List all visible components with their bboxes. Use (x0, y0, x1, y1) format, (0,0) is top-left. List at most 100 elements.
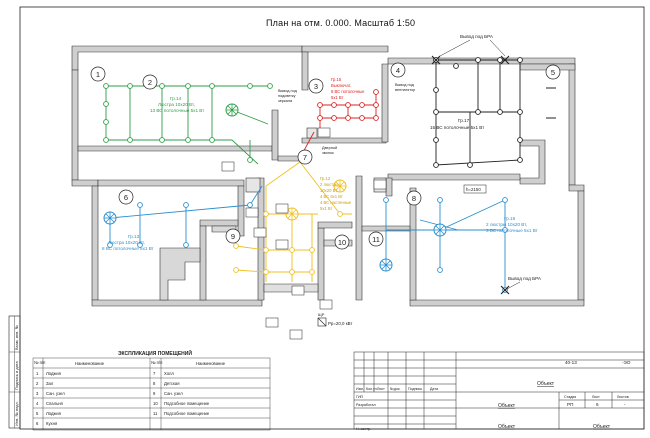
expl-left-name-4: Спальня (46, 401, 63, 406)
light-point-1-2 (345, 102, 351, 108)
wire-path-2 (299, 92, 377, 159)
stamp-code-suffix: -ЭО (622, 360, 631, 365)
strip-label-1: Взам. инв. № (14, 325, 19, 350)
junction-box-5 (317, 127, 331, 138)
light-point-1-10 (373, 89, 379, 95)
light-point-0-6 (159, 83, 165, 89)
room-number-10: 10 (338, 238, 346, 247)
light-point-2-9 (475, 109, 481, 115)
junction-box-1 (245, 207, 259, 218)
g12-l3: 10х20 Вт (320, 188, 337, 193)
expl-left-num-6: 6 (36, 421, 39, 426)
room-number-7: 7 (303, 153, 307, 162)
drawing-title: План на отм. 0.000. Масштаб 1:50 (266, 18, 416, 28)
explication-table (32, 357, 271, 431)
sheet-frame (19, 6, 645, 430)
room-circle-6 (118, 189, 134, 205)
panel-code: ЩР (318, 312, 325, 317)
note-ceiling-2: вентилятор (395, 88, 415, 92)
room-number-2: 2 (148, 78, 152, 87)
stamp-gip: ГИП (356, 395, 364, 399)
room-circle-4 (390, 62, 406, 78)
g12-l4: 4 ВС 5х1 Вт (320, 194, 343, 199)
light-point-1-1 (331, 102, 337, 108)
light-point-2-7 (433, 137, 439, 143)
light-point-3-6 (309, 269, 315, 275)
light-point-3-9 (233, 267, 239, 273)
stamp-podp: Подпись (408, 387, 422, 391)
expl-right-num-9: 9 (153, 391, 156, 396)
light-point-4-11 (502, 227, 508, 233)
expl-right-name-11: Подсобное помещение (164, 411, 210, 416)
g16-l2: 2 люстры 10х20 Вт, (486, 222, 527, 227)
expl-left-num-5: 5 (36, 411, 39, 416)
expl-left-name-6: Кухня (46, 421, 57, 426)
stamp-nkontr: Н. контр. (356, 427, 371, 431)
g12-l2: 2 люстры (320, 182, 338, 187)
light-point-0-5 (127, 137, 133, 143)
light-point-0-3 (103, 137, 109, 143)
light-point-2-14 (467, 162, 473, 168)
stamp-sheet-name: Объект (498, 403, 516, 409)
panel-power: Рр=20,0 кВт (328, 321, 352, 326)
light-point-1-4 (373, 102, 379, 108)
g13-l2: Люстра 10х20 Вт, (108, 240, 145, 245)
expl-left-name-1: Лоджия (46, 371, 61, 376)
sconce-0 (431, 55, 441, 65)
light-point-1-9 (373, 115, 379, 121)
expl-left-num-2: 2 (36, 381, 39, 386)
light-point-1-8 (359, 115, 365, 121)
light-point-0-0 (103, 83, 109, 89)
g15-l2: Выключат. (331, 83, 351, 88)
note-entrance-2: звонок (322, 151, 334, 155)
room-circle-5 (545, 64, 561, 80)
light-point-2-3 (497, 57, 503, 63)
bra-leader-right (504, 281, 521, 291)
light-point-4-5 (247, 202, 253, 208)
room-number-11: 11 (372, 235, 380, 244)
light-point-4-0 (107, 242, 113, 248)
room-circle-2 (142, 74, 158, 90)
g13-l1: Гр.13 (128, 234, 140, 239)
junction-box-6 (373, 179, 387, 190)
light-point-2-5 (433, 87, 439, 93)
light-point-0-10 (209, 83, 215, 89)
expl-left-name-2: Зал (46, 381, 54, 386)
expl-right-name-7: Холл (164, 371, 174, 376)
light-point-3-1 (263, 247, 269, 253)
note-height: h=2150 (466, 187, 481, 192)
light-point-3-2 (263, 269, 269, 275)
expl-left-num-3: 3 (36, 391, 39, 396)
g12-l5: 4 ВС настенные (320, 200, 352, 205)
g14-l1: Гр.14 (170, 96, 182, 101)
light-point-0-7 (159, 137, 165, 143)
expl-left-num-4: 4 (36, 401, 39, 406)
wire-path-3 (435, 59, 556, 166)
light-point-0-14 (247, 157, 253, 163)
chandelier-cross-1 (286, 208, 298, 220)
g17-l1: Гр.17 (458, 118, 470, 123)
junction-box-10 (319, 299, 333, 310)
light-point-3-4 (289, 269, 295, 275)
stamp-izm: Изм. (356, 387, 364, 391)
chandelier-cross-5 (380, 259, 392, 271)
stamp-data: Дата (430, 387, 438, 391)
expl-right-num-11: 11 (153, 411, 158, 416)
room-circle-7 (297, 149, 313, 165)
sconce-1 (500, 55, 510, 65)
stamp-kol: Кол.уч (366, 387, 377, 391)
light-point-4-10 (502, 197, 508, 203)
stamp-razrab: Разработал (356, 403, 376, 407)
light-point-0-11 (209, 137, 215, 143)
g16-l1: Гр.16 (504, 216, 516, 221)
head-name-right: Наименование (196, 361, 226, 366)
light-point-1-7 (345, 115, 351, 121)
stamp-object: Объект (537, 381, 555, 387)
note-mirror-2: подсветку (278, 94, 296, 98)
light-point-3-8 (233, 243, 239, 249)
room-number-3: 3 (314, 82, 318, 91)
light-point-4-1 (137, 202, 143, 208)
light-point-0-4 (127, 83, 133, 89)
